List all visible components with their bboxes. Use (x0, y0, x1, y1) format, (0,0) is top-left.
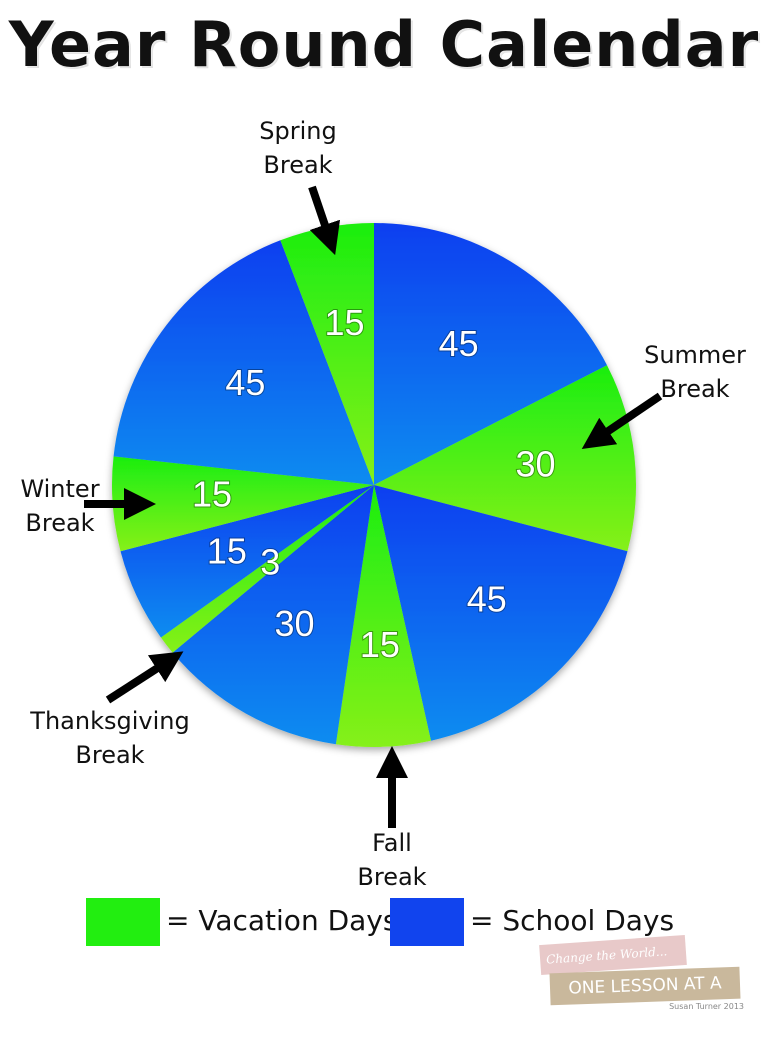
brand-name: ONE LESSON AT A TIME (549, 966, 741, 1029)
pie-slice-4-value-label: 15 (360, 624, 400, 665)
pie-slice-6-vacation (160, 485, 374, 653)
pie-slice-9-value-label: 45 (225, 362, 265, 403)
legend-swatch-vacation (86, 898, 160, 946)
pie-slice-7-school (120, 485, 374, 638)
pie-slice-2-vacation (374, 365, 636, 552)
legend-label-vacation: = Vacation Days (166, 904, 398, 937)
summer-break-annotation: Summer Break (644, 341, 746, 403)
pie-slice-10-value-label: 15 (324, 302, 364, 343)
pie-slice-8-vacation (112, 456, 374, 552)
pie-slice-2-value-label: 30 (515, 444, 555, 485)
spring-break-annotation: Spring Break (259, 117, 337, 179)
pie-slice-7-value-label: 15 (207, 530, 247, 571)
fall-break-annotation: Fall Break (357, 829, 427, 891)
winter-break-annotation: Winter Break (20, 475, 100, 537)
brand-credit: Susan Turner 2013 (669, 1002, 744, 1011)
spring-arrow (308, 185, 341, 256)
legend-label-school: = School Days (470, 904, 675, 937)
pie-slice-5-school (172, 485, 374, 745)
pie-slice-9-school (113, 240, 374, 485)
pie-slice-8-value-label: 15 (192, 473, 232, 514)
thanksgiving-break-annotation: Thanksgiving Break (30, 707, 190, 769)
legend-swatch-school (390, 898, 464, 946)
pie-slice-1-value-label: 45 (439, 323, 479, 364)
pie-slice-1-school (374, 223, 608, 485)
chart-title: Year Round Calendar (8, 8, 760, 81)
pie-slice-10-vacation (280, 223, 374, 485)
summer-arrow (581, 392, 663, 449)
pie-slice-6-value-label: 3 (260, 542, 280, 583)
pie-slice-3-value-label: 45 (467, 578, 507, 619)
pie-slice-5-value-label: 30 (274, 603, 314, 644)
thanksgiving-arrow (105, 651, 184, 704)
pie-slice-4-vacation (335, 485, 431, 747)
pie-slice-3-school (374, 485, 628, 741)
brand-logo: Change the World... ONE LESSON AT A TIME… (539, 934, 750, 1029)
